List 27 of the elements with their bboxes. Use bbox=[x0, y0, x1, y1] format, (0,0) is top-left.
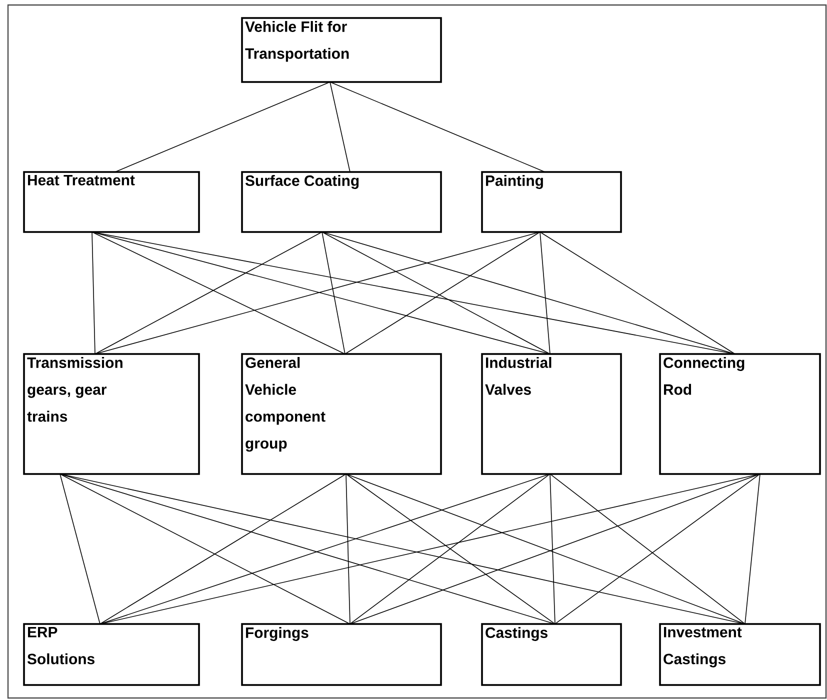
connector-line bbox=[92, 232, 736, 354]
connector-line bbox=[346, 474, 350, 624]
connector-line bbox=[60, 474, 100, 624]
box: Castings bbox=[481, 623, 622, 686]
connector-line bbox=[540, 232, 736, 354]
box: General Vehicle component group bbox=[241, 353, 442, 475]
connector-line bbox=[60, 474, 350, 624]
box: Transmission gears, gear trains bbox=[23, 353, 200, 475]
connector-line bbox=[744, 474, 760, 624]
connector-line bbox=[100, 474, 346, 624]
connector-line bbox=[540, 232, 550, 354]
connector-line bbox=[330, 82, 546, 172]
connector-line bbox=[322, 232, 346, 354]
box: Investment Castings bbox=[659, 623, 821, 686]
connector-line bbox=[322, 232, 736, 354]
box: Heat Treatment bbox=[23, 171, 200, 233]
connector-line bbox=[114, 82, 330, 172]
box: Connecting Rod bbox=[659, 353, 821, 475]
box: Vehicle Flit for Transportation bbox=[241, 17, 442, 83]
box: Forgings bbox=[241, 623, 442, 686]
connector-line bbox=[92, 232, 96, 354]
box: Painting bbox=[481, 171, 622, 233]
box: Industrial Valves bbox=[481, 353, 622, 475]
box: ERP Solutions bbox=[23, 623, 200, 686]
box: Surface Coating bbox=[241, 171, 442, 233]
connector-line bbox=[550, 474, 556, 624]
connector-line bbox=[330, 82, 350, 172]
